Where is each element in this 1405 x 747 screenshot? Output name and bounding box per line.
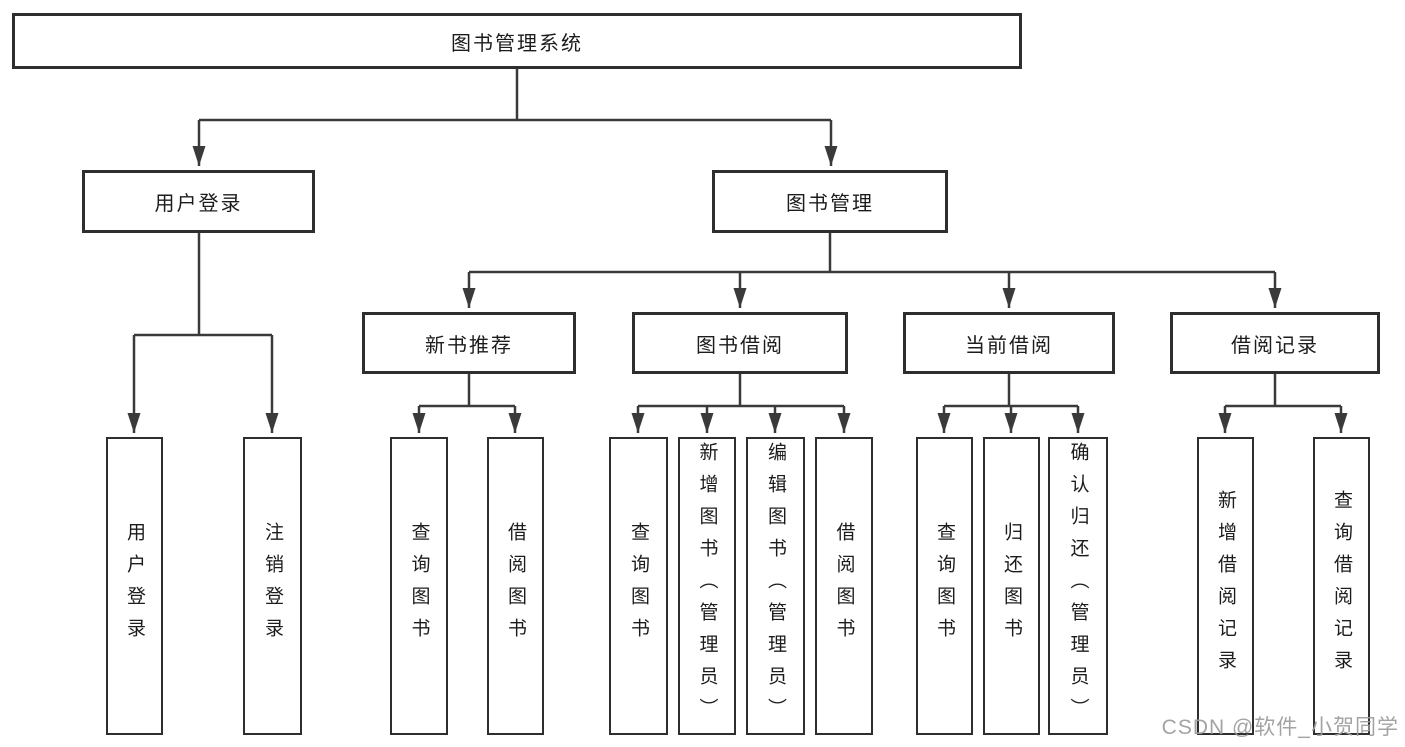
- leaf-user-login: 用户登录: [106, 437, 163, 735]
- node-user-login: 用户登录: [82, 170, 315, 233]
- leaf-lending-borrow-books: 借阅图书: [815, 437, 873, 735]
- node-book-management: 图书管理: [712, 170, 948, 233]
- node-book-lending: 图书借阅: [632, 312, 848, 374]
- leaf-lending-add-books-admin: 新增图书（管理员）: [678, 437, 736, 735]
- leaf-logout: 注销登录: [243, 437, 302, 735]
- node-lending-records: 借阅记录: [1170, 312, 1380, 374]
- leaf-lending-query-books: 查询图书: [609, 437, 668, 735]
- leaf-current-query-books: 查询图书: [916, 437, 973, 735]
- leaf-current-return-books: 归还图书: [983, 437, 1040, 735]
- node-new-book-recommend: 新书推荐: [362, 312, 576, 374]
- leaf-records-add-record: 新增借阅记录: [1197, 437, 1254, 735]
- node-current-lending: 当前借阅: [903, 312, 1115, 374]
- node-system-root: 图书管理系统: [12, 13, 1022, 69]
- leaf-recommend-query-books: 查询图书: [390, 437, 448, 735]
- leaf-recommend-borrow-books: 借阅图书: [487, 437, 544, 735]
- leaf-lending-edit-books-admin: 编辑图书（管理员）: [746, 437, 805, 735]
- leaf-records-query-record: 查询借阅记录: [1313, 437, 1370, 735]
- leaf-current-confirm-return-admin: 确认归还（管理员）: [1048, 437, 1108, 735]
- csdn-watermark: CSDN @软件_小贺同学: [1161, 716, 1399, 739]
